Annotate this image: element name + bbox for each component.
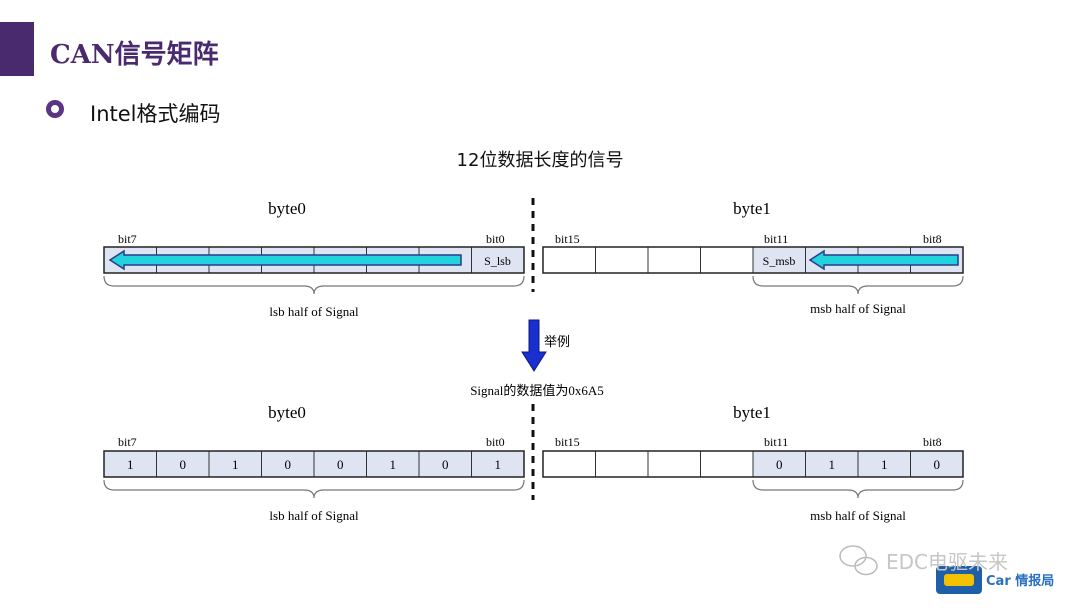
- top-byte1-title: byte1: [733, 199, 771, 218]
- top-msb-half-label: msb half of Signal: [810, 301, 906, 316]
- bottom-byte1-cell: [647, 450, 701, 478]
- bottom-byte1-cell: [752, 450, 806, 478]
- bottom-bit11-label: bit11: [764, 435, 788, 449]
- bottom-byte0-title: byte0: [268, 403, 306, 422]
- top-byte0-title: byte0: [268, 199, 306, 218]
- top-byte0-frame: [103, 246, 525, 274]
- bottom-byte0-cells: [103, 450, 525, 478]
- top-bit0-label: bit0: [486, 232, 505, 246]
- car-logo-icon: [936, 566, 982, 594]
- bottom-byte0-frame: [103, 450, 525, 478]
- bit-value: 1: [390, 457, 397, 472]
- bit-value: 0: [776, 457, 783, 472]
- watermark-text: EDC电驱未来: [886, 550, 1009, 574]
- bottom-byte1-cell: [542, 450, 596, 478]
- wechat-icon: [839, 545, 878, 576]
- bottom-byte0-cell: [418, 450, 472, 478]
- top-s-msb-label: S_msb: [763, 254, 796, 268]
- example-down-arrow-icon: [521, 319, 547, 372]
- bottom-byte0-bit-values: 1 0 1 0 0 1 0 1: [127, 457, 501, 472]
- top-s-lsb-label: S_lsb: [484, 254, 511, 268]
- bit-value: 0: [285, 457, 292, 472]
- bit-value: 0: [934, 457, 941, 472]
- slide-title: CAN信号矩阵: [50, 40, 219, 70]
- bottom-msb-brace: [752, 479, 964, 499]
- bottom-byte1-title: byte1: [733, 403, 771, 422]
- top-byte1-cell: [542, 246, 596, 274]
- bottom-byte1-frame: [542, 450, 964, 478]
- bottom-byte1-cell: [595, 450, 649, 478]
- top-bit15-label: bit15: [555, 232, 580, 246]
- bit-value: 1: [881, 457, 888, 472]
- top-lsb-brace: [103, 275, 525, 295]
- top-byte1-cell: [595, 246, 649, 274]
- bottom-bit7-label: bit7: [118, 435, 137, 449]
- top-lsb-half-label: lsb half of Signal: [269, 304, 359, 319]
- top-msb-brace: [752, 275, 964, 295]
- diagram-title: 12位数据长度的信号: [456, 150, 624, 171]
- slide-subtitle: Intel格式编码: [90, 102, 221, 126]
- top-bit11-label: bit11: [764, 232, 788, 246]
- top-bit7-label: bit7: [118, 232, 137, 246]
- title-accent-bar: [0, 22, 34, 76]
- bottom-byte1-cells: [542, 450, 964, 478]
- bit-value: 0: [442, 457, 449, 472]
- watermark-brand: Car 情报局: [986, 574, 1055, 589]
- top-msb-arrow-icon: [808, 249, 959, 271]
- bit-value: 0: [180, 457, 187, 472]
- bottom-bit15-label: bit15: [555, 435, 580, 449]
- bottom-byte1-cell: [700, 450, 754, 478]
- top-byte1-cell: [752, 246, 806, 274]
- bottom-byte0-cell: [471, 450, 525, 478]
- bottom-lsb-half-label: lsb half of Signal: [269, 508, 359, 523]
- top-byte1-frame: [542, 246, 964, 274]
- top-byte1-cell: [647, 246, 701, 274]
- top-bit8-label: bit8: [923, 232, 942, 246]
- bottom-byte1-bit-values: 0 1 1 0: [776, 457, 940, 472]
- bit-value: 1: [829, 457, 836, 472]
- bullet-circle-icon: [46, 100, 64, 118]
- bottom-byte0-cell: [366, 450, 420, 478]
- bottom-byte0-cell: [156, 450, 210, 478]
- bottom-msb-half-label: msb half of Signal: [810, 508, 906, 523]
- bit-value: 1: [232, 457, 239, 472]
- bit-value: 1: [495, 457, 502, 472]
- top-byte1-cell: [700, 246, 754, 274]
- example-value-text: Signal的数据值为0x6A5: [470, 383, 604, 398]
- top-lsb-arrow-icon: [108, 249, 462, 271]
- bit-value: 1: [127, 457, 134, 472]
- example-label: 举例: [544, 334, 570, 349]
- top-byte0-cell: [471, 246, 525, 274]
- bit-value: 0: [337, 457, 344, 472]
- bottom-lsb-brace: [103, 479, 525, 499]
- bottom-bit0-label: bit0: [486, 435, 505, 449]
- bottom-bit8-label: bit8: [923, 435, 942, 449]
- bottom-byte0-cell: [261, 450, 315, 478]
